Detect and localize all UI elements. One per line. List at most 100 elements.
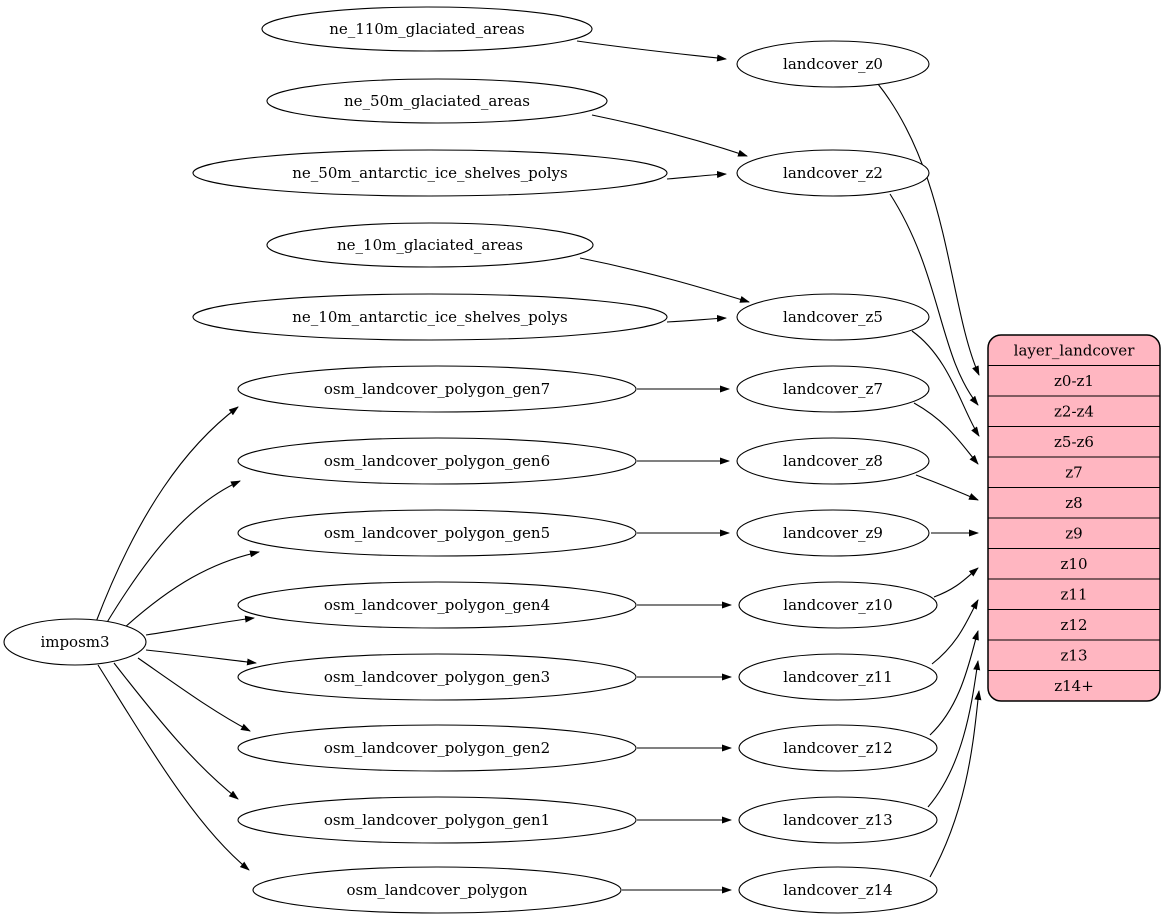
- node-landcover_z14: landcover_z14: [738, 866, 938, 914]
- osm_landcover_polygon_gen1-label: osm_landcover_polygon_gen1: [324, 811, 550, 829]
- node-osm_landcover_polygon_gen7: osm_landcover_polygon_gen7: [237, 365, 637, 413]
- node-osm_landcover_polygon_gen4: osm_landcover_polygon_gen4: [237, 581, 637, 629]
- node-layer_landcover-table: layer_landcover z0-z1 z2-z4 z5-z6 z7 z8 …: [987, 334, 1161, 702]
- ne_10m_glaciated_areas-ellipse: [266, 222, 594, 268]
- edge-imposm3-to-osm_landcover_polygon_gen2: [137, 657, 251, 732]
- osm_landcover_polygon_gen7-label: osm_landcover_polygon_gen7: [324, 380, 550, 398]
- edge-landcover_z7-to-row-z7: [913, 402, 979, 465]
- node-landcover_z8: landcover_z8: [736, 437, 930, 485]
- table-row-z7: z7: [1065, 464, 1082, 482]
- edge-group: [95, 40, 982, 894]
- node-osm_landcover_polygon_gen1: osm_landcover_polygon_gen1: [237, 796, 637, 844]
- landcover_z2-ellipse: [736, 149, 930, 197]
- edge-ne_110m_glaciated_areas-to-landcover_z0: [576, 40, 727, 62]
- landcover_z12-label: landcover_z12: [783, 739, 892, 757]
- ne_10m_antarctic_ice_shelves_polys-label: ne_10m_antarctic_ice_shelves_polys: [292, 308, 567, 326]
- landcover_z0-label: landcover_z0: [783, 55, 883, 73]
- ne_10m_antarctic_ice_shelves_polys-ellipse: [192, 293, 668, 341]
- node-ne_50m_glaciated_areas: ne_50m_glaciated_areas: [266, 78, 608, 124]
- node-osm_landcover_polygon: osm_landcover_polygon: [252, 866, 622, 914]
- osm_landcover_polygon_gen5-label: osm_landcover_polygon_gen5: [324, 524, 550, 542]
- edge-landcover_z8-to-row-z8: [915, 474, 979, 501]
- landcover_z8-label: landcover_z8: [783, 452, 883, 470]
- table-row-z0-z1: z0-z1: [1054, 372, 1094, 390]
- edge-ne_50m_antarctic_ice_shelves_polys-to-landcover_z2: [666, 171, 727, 180]
- node-landcover_z10: landcover_z10: [738, 581, 938, 629]
- landcover_z9-label: landcover_z9: [783, 524, 883, 542]
- landcover_z2-label: landcover_z2: [783, 164, 883, 182]
- table-row-z5-z6: z5-z6: [1054, 433, 1094, 451]
- table-row-z13: z13: [1061, 647, 1088, 665]
- node-osm_landcover_polygon_gen3: osm_landcover_polygon_gen3: [237, 653, 637, 701]
- osm_landcover_polygon_gen3-ellipse: [237, 653, 637, 701]
- edge-landcover_z5-to-row-z5-z6: [911, 330, 980, 437]
- edge-imposm3-to-osm_landcover_polygon_gen7: [95, 406, 239, 623]
- landcover_z10-ellipse: [738, 581, 938, 629]
- osm_landcover_polygon_gen3-label: osm_landcover_polygon_gen3: [324, 668, 550, 686]
- edge-imposm3-to-osm_landcover_polygon: [97, 664, 250, 871]
- edge-landcover_z10-to-row-z10: [933, 567, 979, 598]
- landcover_z14-ellipse: [738, 866, 938, 914]
- osm_landcover_polygon_gen4-ellipse: [237, 581, 637, 629]
- edge-landcover_z0-to-row-z0-z1: [877, 83, 980, 376]
- landcover_z9-ellipse: [736, 509, 930, 557]
- edge-landcover_z2-to-row-z2-z4: [889, 193, 979, 406]
- node-landcover_z0: landcover_z0: [736, 40, 930, 88]
- node-landcover_z5: landcover_z5: [736, 293, 930, 341]
- landcover_z8-ellipse: [736, 437, 930, 485]
- table-row-z11: z11: [1061, 586, 1088, 604]
- landcover_z13-ellipse: [738, 796, 938, 844]
- node-landcover_z9: landcover_z9: [736, 509, 930, 557]
- osm_landcover_polygon-ellipse: [252, 866, 622, 914]
- ne_110m_glaciated_areas-label: ne_110m_glaciated_areas: [329, 20, 525, 38]
- node-landcover_z12: landcover_z12: [738, 724, 938, 772]
- edge-imposm3-to-osm_landcover_polygon_gen1: [113, 662, 239, 800]
- layer_landcover-title: layer_landcover: [1014, 342, 1136, 360]
- landcover_z12-ellipse: [738, 724, 938, 772]
- node-landcover_z11: landcover_z11: [738, 653, 938, 701]
- ne_110m_glaciated_areas-ellipse: [261, 6, 593, 52]
- landcover_z11-ellipse: [738, 653, 938, 701]
- ne_50m_glaciated_areas-label: ne_50m_glaciated_areas: [344, 92, 530, 110]
- table-row-z9: z9: [1065, 525, 1082, 543]
- osm_landcover_polygon_gen7-ellipse: [237, 365, 637, 413]
- ne_50m_glaciated_areas-ellipse: [266, 78, 608, 124]
- landcover_z14-label: landcover_z14: [783, 881, 892, 899]
- landcover_z7-label: landcover_z7: [783, 380, 883, 398]
- edge-imposm3-to-osm_landcover_polygon_gen4: [145, 615, 255, 636]
- osm_landcover_polygon_gen2-ellipse: [237, 724, 637, 772]
- table-row-z14: z14+: [1054, 677, 1094, 695]
- osm_landcover_polygon_gen4-label: osm_landcover_polygon_gen4: [324, 596, 550, 614]
- osm_landcover_polygon_gen6-ellipse: [237, 437, 637, 485]
- ne_50m_antarctic_ice_shelves_polys-label: ne_50m_antarctic_ice_shelves_polys: [292, 164, 567, 182]
- osm_landcover_polygon_gen2-label: osm_landcover_polygon_gen2: [324, 739, 550, 757]
- osm_landcover_polygon_gen1-ellipse: [237, 796, 637, 844]
- table-row-z8: z8: [1065, 494, 1082, 512]
- node-ne_110m_glaciated_areas: ne_110m_glaciated_areas: [261, 6, 593, 52]
- node-ne_10m_antarctic_ice_shelves_polys: ne_10m_antarctic_ice_shelves_polys: [192, 293, 668, 341]
- node-osm_landcover_polygon_gen6: osm_landcover_polygon_gen6: [237, 437, 637, 485]
- node-imposm3: imposm3: [3, 618, 147, 666]
- edge-imposm3-to-osm_landcover_polygon_gen5: [123, 550, 260, 629]
- landcover_z5-ellipse: [736, 293, 930, 341]
- osm_landcover_polygon-label: osm_landcover_polygon: [346, 881, 527, 899]
- landcover_z5-label: landcover_z5: [783, 308, 883, 326]
- table-row-z10: z10: [1061, 555, 1088, 573]
- edge-landcover_z12-to-row-z12: [929, 630, 979, 736]
- edge-landcover_z13-to-row-z13: [927, 660, 981, 808]
- imposm3-ellipse: [3, 618, 147, 666]
- edge-imposm3-to-osm_landcover_polygon_gen3: [145, 649, 257, 666]
- edge-ne_10m_antarctic_ice_shelves_polys-to-landcover_z5: [666, 314, 727, 323]
- edge-ne_10m_glaciated_areas-to-landcover_z5: [579, 257, 750, 303]
- node-landcover_z2: landcover_z2: [736, 149, 930, 197]
- node-ne_50m_antarctic_ice_shelves_polys: ne_50m_antarctic_ice_shelves_polys: [192, 149, 668, 197]
- ne_10m_glaciated_areas-label: ne_10m_glaciated_areas: [337, 236, 523, 254]
- landcover_z7-ellipse: [736, 365, 930, 413]
- table-row-z12: z12: [1061, 616, 1088, 634]
- node-osm_landcover_polygon_gen2: osm_landcover_polygon_gen2: [237, 724, 637, 772]
- landcover_z0-ellipse: [736, 40, 930, 88]
- landcover_z13-label: landcover_z13: [783, 811, 892, 829]
- node-osm_landcover_polygon_gen5: osm_landcover_polygon_gen5: [237, 509, 637, 557]
- ne_50m_antarctic_ice_shelves_polys-ellipse: [192, 149, 668, 197]
